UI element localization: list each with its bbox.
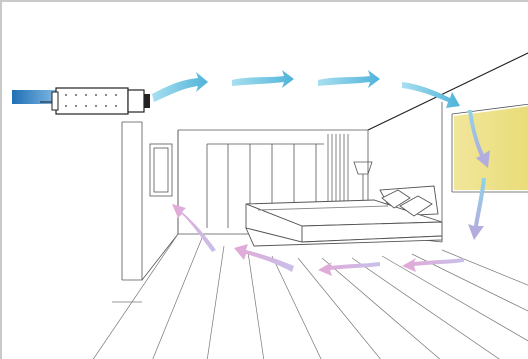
supply-arrow-2 — [232, 70, 294, 88]
hrv-unit-icon — [52, 88, 150, 114]
supply-duct — [12, 90, 56, 104]
supply-arrow-4 — [402, 82, 460, 108]
window — [452, 104, 528, 192]
return-arrow-3 — [234, 244, 294, 272]
return-arrow-1 — [402, 258, 464, 272]
return-arrow-2 — [318, 262, 380, 276]
floor — [92, 234, 528, 359]
supply-arrow-3 — [318, 70, 380, 88]
supply-arrow-1 — [152, 72, 208, 102]
return-arrow-4 — [172, 204, 216, 252]
